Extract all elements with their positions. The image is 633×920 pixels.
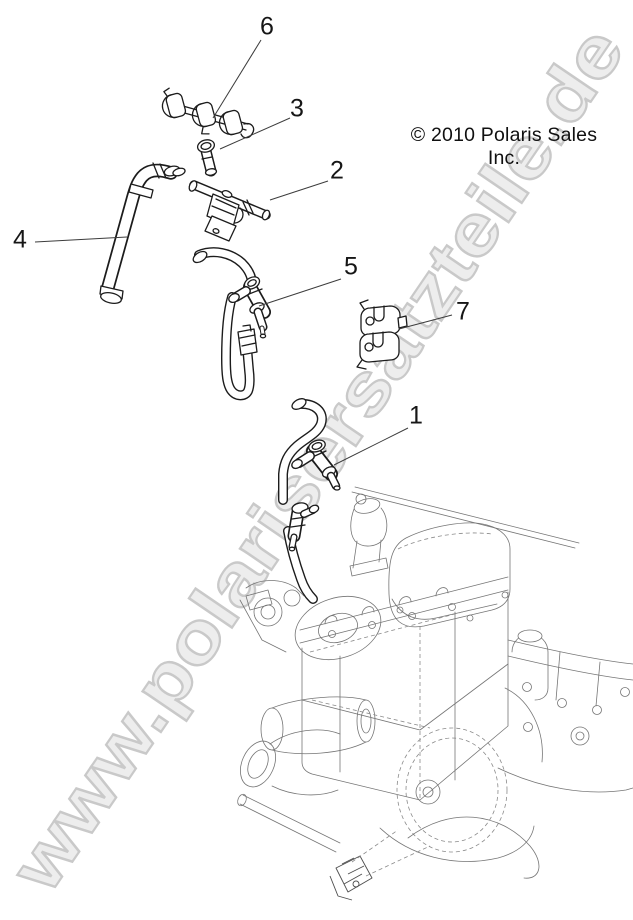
part-4-hose-drawing xyxy=(99,162,186,305)
part-5-injector-hose-drawing xyxy=(192,249,265,395)
part-1-injector-drawing xyxy=(283,398,341,599)
callout-3: 3 xyxy=(290,94,304,123)
part-7-clamp-drawing xyxy=(356,299,408,370)
callout-5: 5 xyxy=(344,252,358,281)
engine-illustration xyxy=(237,486,633,901)
callout-2: 2 xyxy=(330,156,344,185)
callout-4: 4 xyxy=(13,225,27,254)
copyright-text: © 2010 Polaris Sales Inc. xyxy=(410,124,598,169)
leader-lines xyxy=(34,39,453,466)
callout-1: 1 xyxy=(409,401,423,430)
part-6-clamp-bracket-drawing xyxy=(161,87,255,139)
part-3-bolt-drawing xyxy=(196,139,218,176)
engine-connector xyxy=(329,855,373,901)
part-2-fuel-rail-drawing xyxy=(188,180,271,242)
callout-7: 7 xyxy=(456,297,470,326)
callout-6: 6 xyxy=(260,12,274,41)
